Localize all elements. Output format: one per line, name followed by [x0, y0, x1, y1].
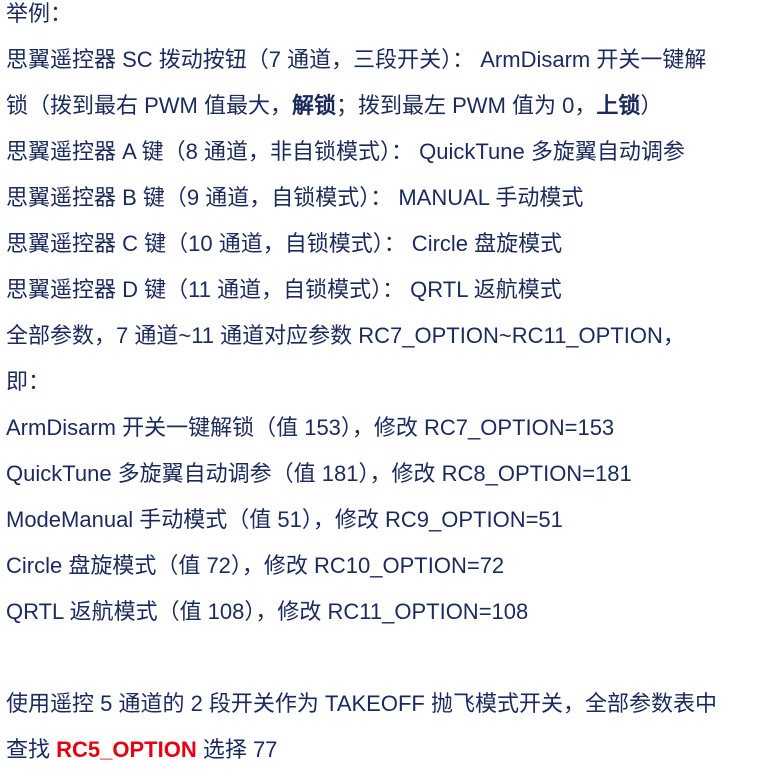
sc-line-2: 锁（拨到最右 PWM 值最大，解锁；拨到最左 PWM 值为 0，上锁） — [6, 83, 781, 129]
rc5-option-highlight: RC5_OPTION — [56, 737, 197, 762]
key-line-d: 思翼遥控器 D 键（11 通道，自锁模式）： QRTL 返航模式 — [6, 277, 562, 302]
option-line: ModeManual 手动模式（值 51），修改 RC9_OPTION=51 — [6, 507, 563, 532]
document-body: 举例： 思翼遥控器 SC 拨动按钮（7 通道，三段开关）： ArmDisarm … — [6, 0, 781, 773]
takeoff-line-1: 使用遥控 5 通道的 2 段开关作为 TAKEOFF 抛飞模式开关，全部参数表中 — [6, 691, 717, 716]
key-line-a: 思翼遥控器 A 键（8 通道，非自锁模式）： QuickTune 多旋翼自动调参 — [6, 139, 685, 164]
text: 锁（拨到最右 PWM 值最大， — [6, 93, 292, 118]
params-line-1: 全部参数，7 通道~11 通道对应参数 RC7_OPTION~RC11_OPTI… — [6, 323, 685, 348]
option-line: QuickTune 多旋翼自动调参（值 181），修改 RC8_OPTION=1… — [6, 461, 632, 486]
blank-line — [6, 635, 781, 681]
takeoff-line-2: 查找 RC5_OPTION 选择 77 — [6, 727, 781, 773]
unlock-bold: 解锁 — [292, 93, 337, 118]
params-line-2: 即： — [6, 369, 51, 394]
text: ） — [640, 93, 663, 118]
key-line-c: 思翼遥控器 C 键（10 通道，自锁模式）： Circle 盘旋模式 — [6, 231, 563, 256]
text: 选择 77 — [196, 737, 278, 762]
text: ；拨到最左 PWM 值为 0， — [336, 93, 597, 118]
sc-line-1: 思翼遥控器 SC 拨动按钮（7 通道，三段开关）： ArmDisarm 开关一键… — [6, 47, 707, 72]
option-line: ArmDisarm 开关一键解锁（值 153），修改 RC7_OPTION=15… — [6, 415, 615, 440]
text: 查找 — [6, 737, 57, 762]
option-line: Circle 盘旋模式（值 72），修改 RC10_OPTION=72 — [6, 553, 505, 578]
key-line-b: 思翼遥控器 B 键（9 通道，自锁模式）： MANUAL 手动模式 — [6, 185, 584, 210]
option-line: QRTL 返航模式（值 108），修改 RC11_OPTION=108 — [6, 599, 529, 624]
lock-bold: 上锁 — [596, 93, 641, 118]
heading: 举例： — [6, 1, 73, 26]
